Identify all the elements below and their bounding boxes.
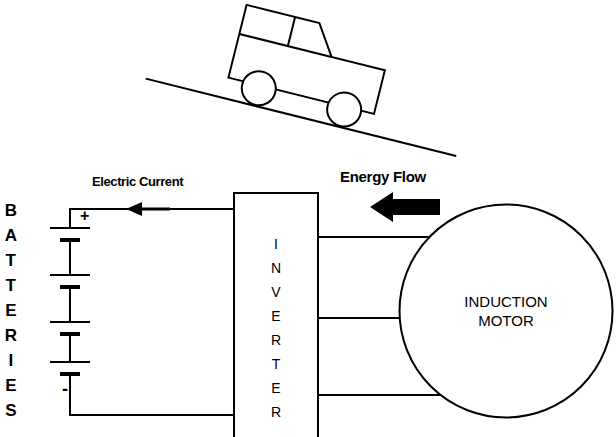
motor-wire — [319, 236, 429, 238]
motor-wire — [319, 317, 400, 319]
polarity-sign: + — [80, 208, 89, 224]
polarity-sign: - — [62, 380, 68, 398]
battery-circuit — [50, 209, 233, 415]
car-on-slope — [146, 0, 480, 156]
car-wheel — [238, 68, 279, 109]
node-text: INDUCTION MOTOR — [447, 292, 566, 330]
wire — [70, 209, 233, 228]
wire — [70, 374, 233, 415]
battery-label: BATTERIES — [4, 198, 18, 423]
node-text: INVERTER — [270, 232, 281, 424]
car-body — [228, 5, 392, 114]
motor-wire — [319, 394, 441, 396]
energy-flow-label: Energy Flow — [340, 168, 426, 185]
battery-symbol — [50, 228, 90, 374]
motor-outline — [400, 205, 613, 418]
motor-circle: INDUCTION MOTOR — [398, 203, 614, 419]
inverter-box: INVERTER — [233, 192, 319, 437]
current-label: Electric Current — [92, 174, 183, 189]
current-arrow — [126, 202, 170, 216]
wire — [69, 240, 71, 362]
energy-flow-arrow — [370, 192, 440, 222]
circle-outline — [398, 203, 614, 419]
car-wheel — [324, 89, 365, 130]
car-window-line — [239, 5, 338, 57]
